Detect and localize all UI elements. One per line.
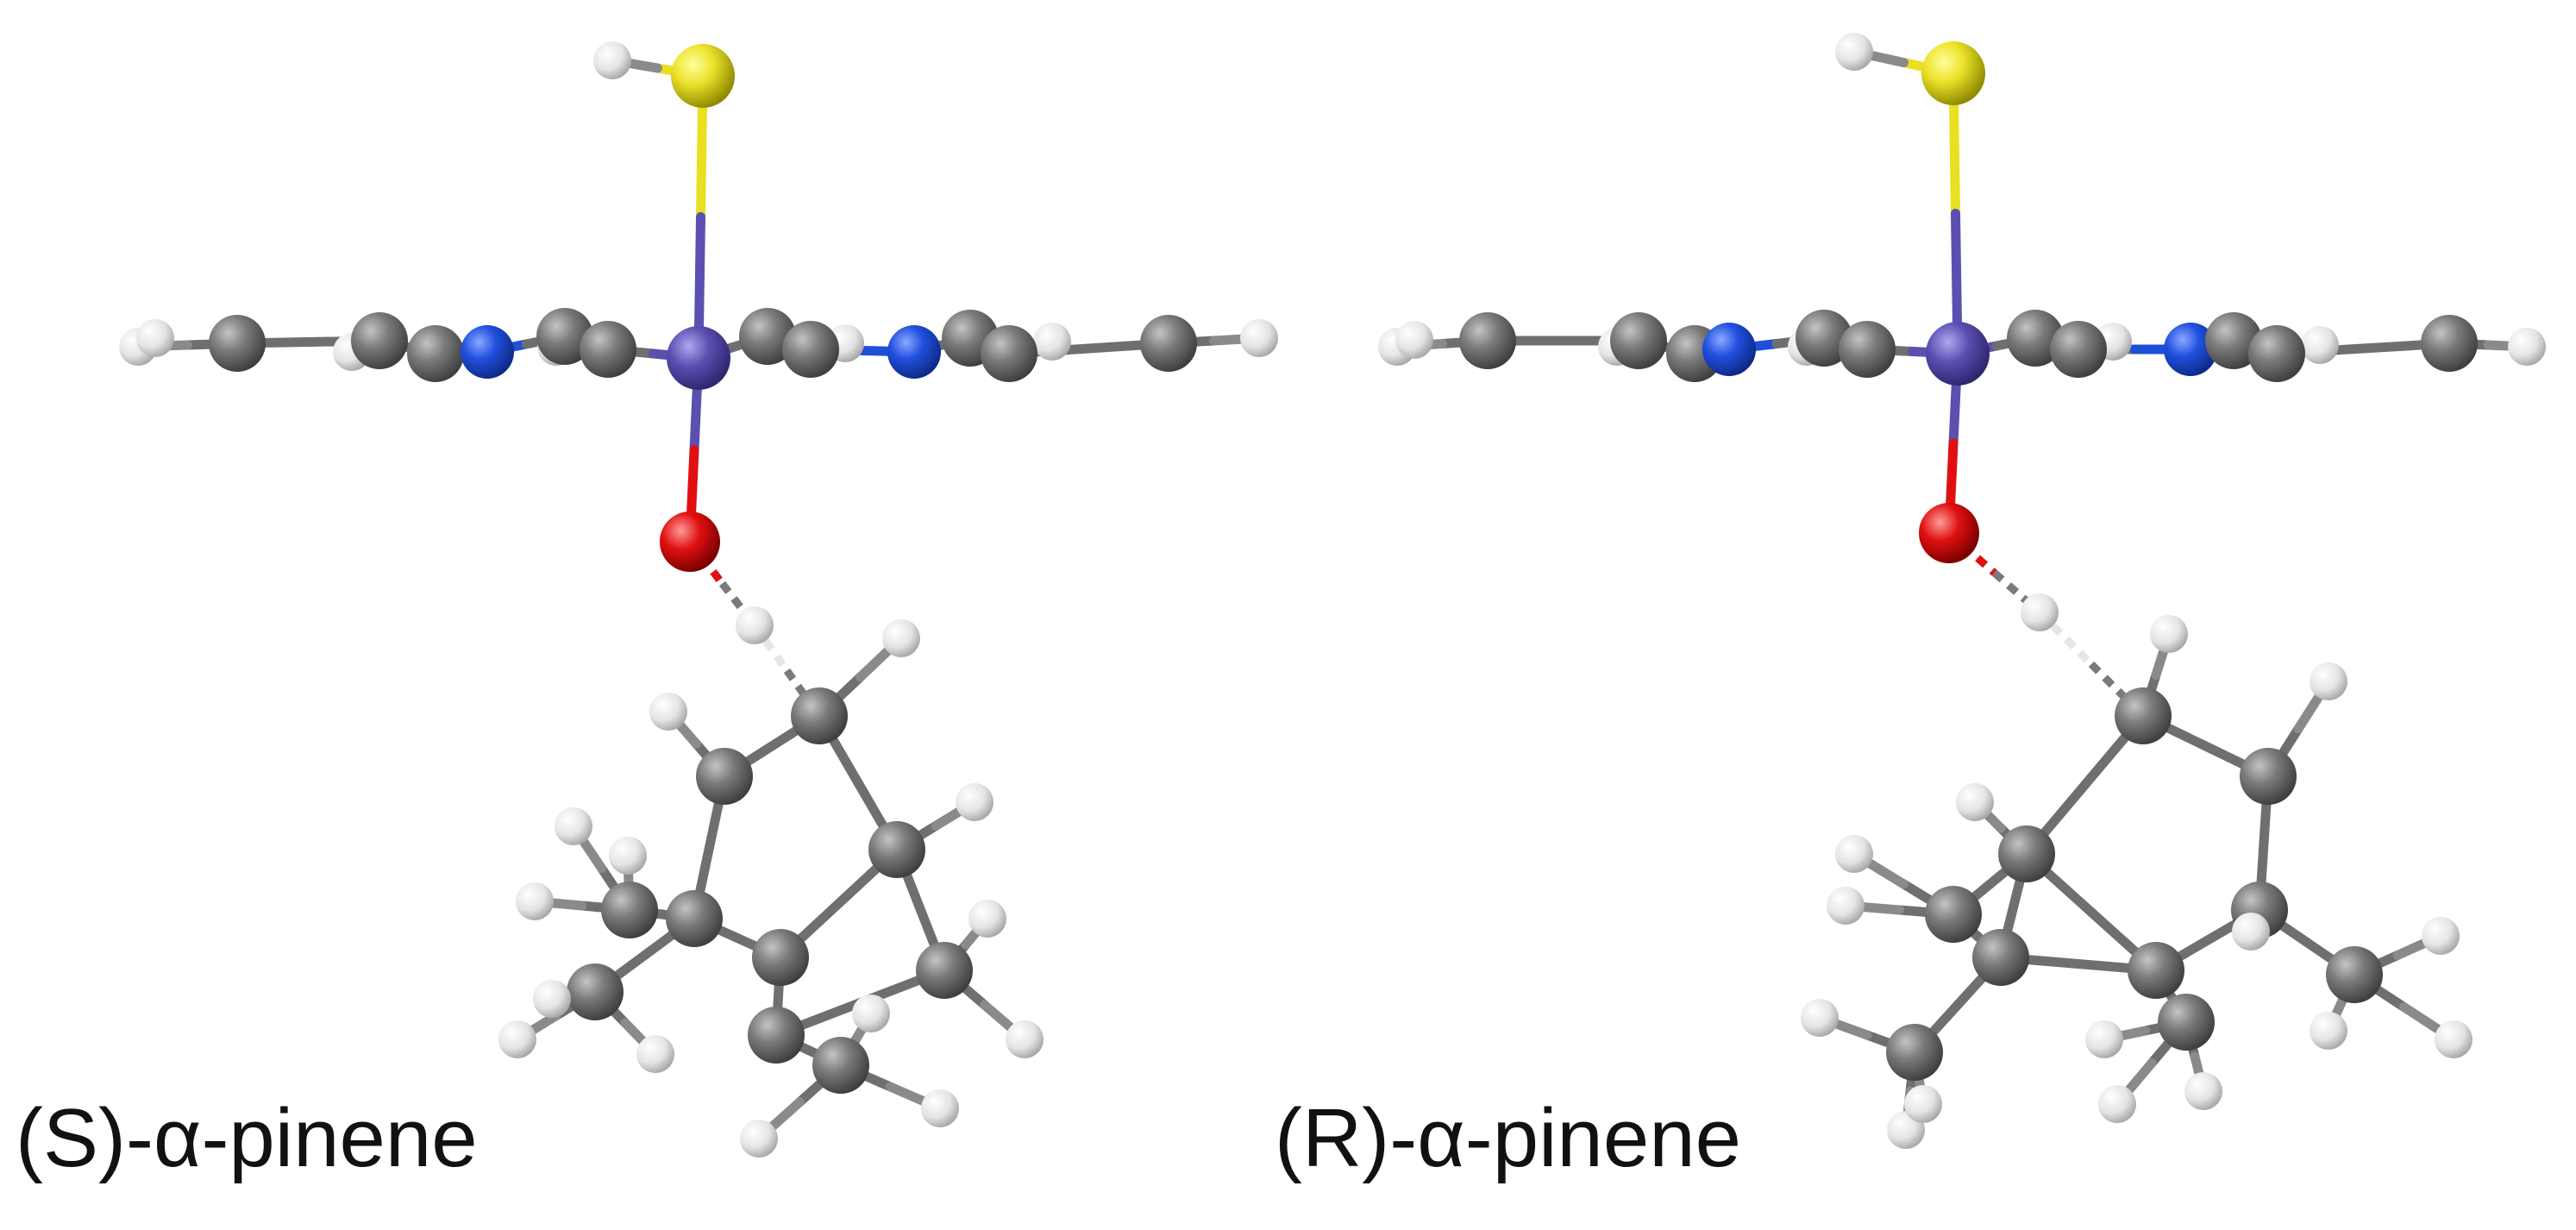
atom-c [782,321,839,378]
atom-c [752,929,809,986]
atom-c [739,308,796,365]
atom-h [1006,1020,1044,1058]
atom-c [666,890,723,947]
bonds [133,55,1264,1144]
atom-h [593,41,631,79]
atom-c [209,315,266,372]
atom-c [407,325,464,382]
atom-h [2301,326,2339,364]
atom-c [2158,994,2215,1051]
atom-h [1801,999,1839,1037]
s-alpha-pinene-label: (S)-α-pinene [16,1092,478,1184]
atom-s [1921,41,1985,105]
atom-h [882,619,920,657]
atom-c [1610,312,1667,369]
atom-c [2205,312,2262,369]
atom-c [2115,687,2172,744]
atom-c [2007,310,2064,367]
atom-n [887,325,941,379]
atom-h [2098,1085,2136,1123]
atom-h [2422,917,2460,955]
atom-c [536,308,593,365]
atom-h [1835,33,1873,71]
s-alpha-pinene-model [119,41,1278,1158]
atom-h [636,1035,674,1073]
atom-h [2150,615,2188,653]
atom-h [609,837,647,875]
atom-h [2508,328,2546,366]
atom-c [1925,886,1982,943]
atom-h [498,1020,536,1058]
atom-h [968,900,1006,938]
atom-h [649,693,687,731]
atom-h [2184,1072,2222,1110]
atom-h [136,319,174,357]
atom-h [555,807,592,845]
hydrogen-bond [2036,609,2095,668]
atom-h [533,980,571,1018]
atom-c [1972,929,2029,986]
atom-c [916,942,973,999]
atom-c [567,963,624,1020]
atom-c [2248,325,2305,382]
atom-n [1702,323,1756,376]
atom-c [1839,321,1896,378]
atom-c [2240,748,2297,805]
atom-h [1395,321,1433,359]
atom-c [1459,312,1516,369]
atom-fe [667,326,730,390]
atom-c [868,821,925,878]
hydrogen-bond [1991,569,2042,616]
atom-h [956,783,993,821]
atom-h [2310,662,2347,700]
atom-h [1827,887,1865,925]
atom-c [1886,1024,1943,1081]
atom-c [2326,946,2383,1003]
atom-n [461,325,514,379]
atom-c [601,882,658,938]
atom-h [2435,1020,2473,1058]
atom-h [1240,319,1278,357]
atoms [119,41,1278,1158]
atom-c [812,1037,869,1094]
atom-h [740,1120,778,1158]
atom-c [696,748,753,805]
atom-n [2164,323,2217,376]
atom-h [2310,1012,2347,1050]
atom-h [852,995,890,1032]
atom-h [2021,593,2059,631]
atom-c [2421,315,2478,372]
atom-c [580,321,636,378]
r-alpha-pinene-label: (R)-α-pinene [1275,1092,1741,1184]
atom-h [1835,835,1873,873]
atom-h [1904,1085,1942,1123]
atom-c [791,687,848,744]
atom-h [2085,1020,2123,1058]
atom-fe [1926,322,1990,386]
atom-c [2128,942,2184,999]
atom-h [921,1089,959,1127]
atom-c [1140,315,1197,372]
atom-h [516,882,554,920]
atom-c [2050,321,2107,378]
atom-h [1033,323,1071,361]
r-alpha-pinene-model [1378,33,2546,1149]
atom-c [1796,310,1852,367]
atom-c [981,325,1037,382]
atoms [1378,33,2546,1149]
atom-c [351,312,408,369]
atom-s [671,44,735,108]
atom-h [2232,913,2270,951]
atom-o [660,511,720,572]
atom-o [1919,503,1979,563]
atom-h [1956,783,1994,821]
atom-c [1998,825,2055,882]
atom-c [748,1007,805,1064]
atom-h [736,606,774,644]
